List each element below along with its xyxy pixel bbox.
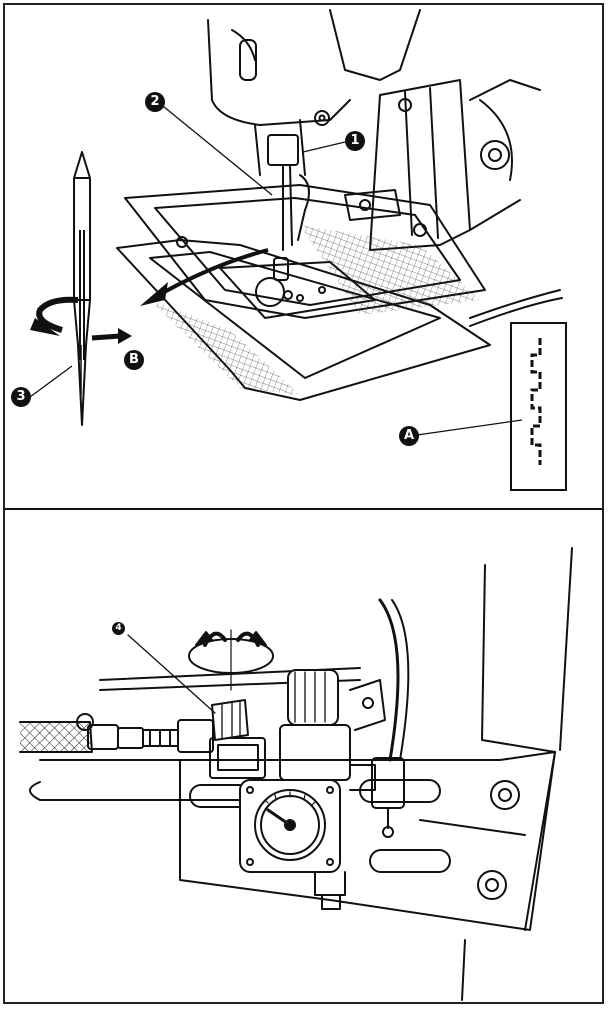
callout-A: A <box>399 426 419 446</box>
panel-bolt-upper <box>490 780 520 810</box>
regulator-body <box>279 724 351 781</box>
callout-4: 4 <box>112 622 125 635</box>
air-hose <box>19 721 93 753</box>
needle-bar <box>282 164 293 251</box>
section-divider <box>5 508 602 510</box>
needle-installation-illustration <box>29 9 567 491</box>
outlet-fitting <box>371 757 405 809</box>
callout-1: 1 <box>345 131 365 151</box>
panel-bolt-lower <box>477 870 507 900</box>
pressure-gauge <box>254 789 326 861</box>
valve-body <box>177 719 214 753</box>
valve-knob <box>211 699 249 741</box>
stitch-sample-box <box>510 322 567 491</box>
callout-3: 3 <box>11 387 31 407</box>
stitch-pattern <box>530 338 542 465</box>
callout-B: B <box>124 350 144 370</box>
rotation-arrow <box>36 296 79 333</box>
callout-2: 2 <box>145 92 165 112</box>
mounting-plate <box>179 751 556 931</box>
machine-panel <box>481 564 556 931</box>
side-plate <box>369 79 471 251</box>
air-tube <box>378 598 400 762</box>
machine-head <box>207 19 351 126</box>
